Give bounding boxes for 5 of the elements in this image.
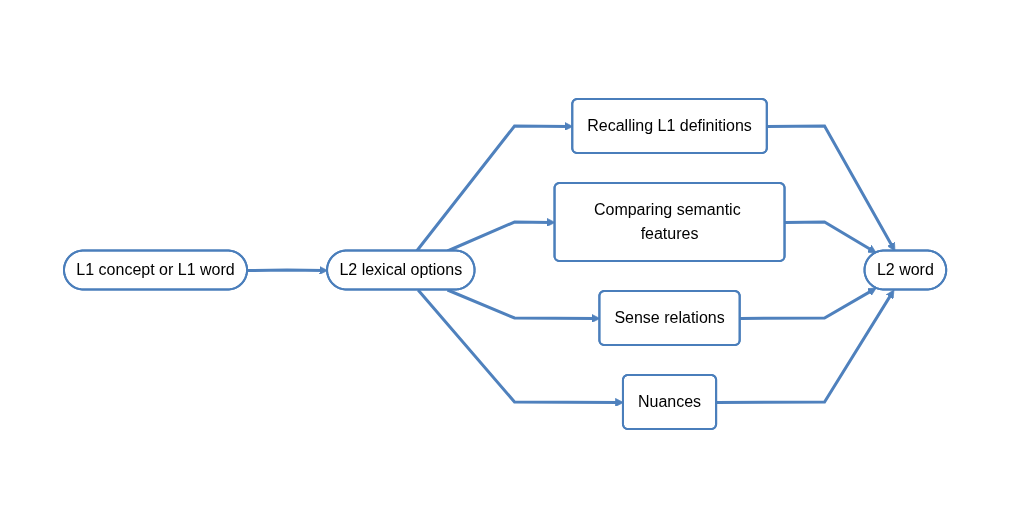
arrow (784, 220, 877, 254)
arrow (767, 124, 896, 252)
arrow (740, 287, 877, 320)
arrow (716, 289, 895, 404)
arrow (247, 266, 328, 275)
